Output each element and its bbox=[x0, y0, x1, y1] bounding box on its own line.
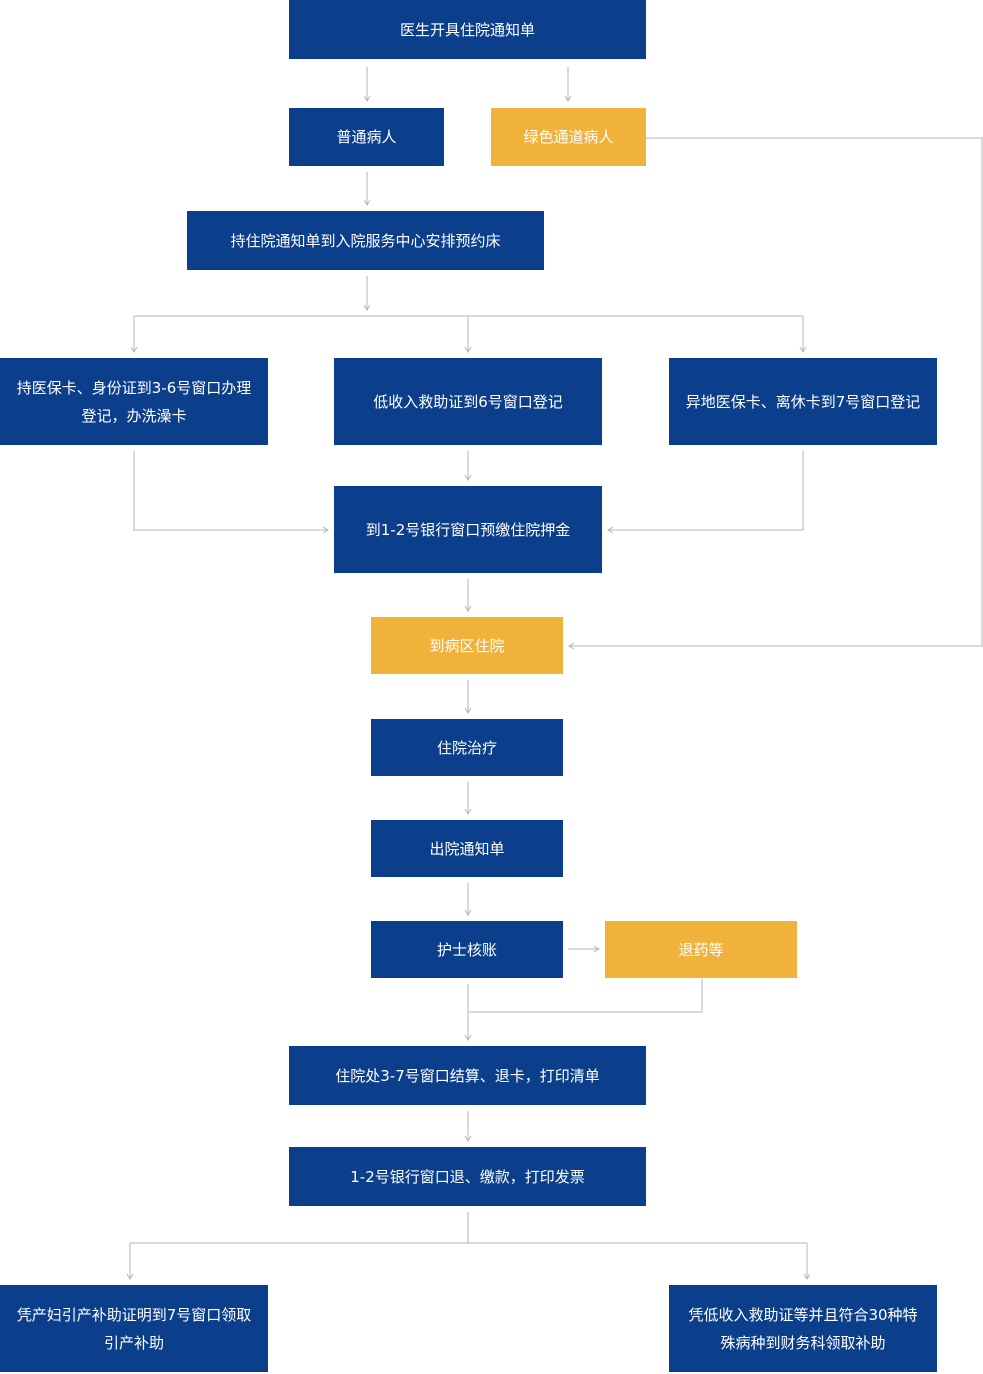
arrow-green-to-ward bbox=[568, 137, 983, 650]
regular-patient-box: 普通病人 bbox=[289, 108, 444, 166]
low-income-box: 低收入救助证到6号窗口登记 bbox=[334, 358, 602, 445]
discharge-notice-box: 出院通知单 bbox=[371, 820, 563, 877]
settlement-box: 住院处3-7号窗口结算、退卡，打印清单 bbox=[289, 1046, 646, 1105]
return-meds-box: 退药等 bbox=[605, 921, 797, 978]
book-bed-box: 持住院通知单到入院服务中心安排预约床 bbox=[187, 211, 544, 270]
green-channel-box: 绿色通道病人 bbox=[491, 108, 646, 166]
arrow-remote-to-deposit bbox=[607, 451, 804, 534]
deposit-box: 到1-2号银行窗口预缴住院押金 bbox=[334, 486, 602, 573]
insurance-card-box: 持医保卡、身份证到3-6号窗口办理登记，办洗澡卡 bbox=[0, 358, 268, 445]
maternity-subsidy-box: 凭产妇引产补助证明到7号窗口领取引产补助 bbox=[0, 1285, 268, 1372]
doctor-notice-box: 医生开具住院通知单 bbox=[289, 0, 646, 59]
treatment-box: 住院治疗 bbox=[371, 719, 563, 776]
arrow-insurance-to-deposit bbox=[133, 451, 329, 534]
special-subsidy-box: 凭低收入救助证等并且符合30种特殊病种到财务科领取补助 bbox=[669, 1285, 937, 1372]
ward-box: 到病区住院 bbox=[371, 617, 563, 674]
return-meds-join bbox=[468, 979, 703, 1013]
remote-insurance-box: 异地医保卡、离休卡到7号窗口登记 bbox=[669, 358, 937, 445]
nurse-check-box: 护士核账 bbox=[371, 921, 563, 978]
refund-box: 1-2号银行窗口退、缴款，打印发票 bbox=[289, 1147, 646, 1206]
